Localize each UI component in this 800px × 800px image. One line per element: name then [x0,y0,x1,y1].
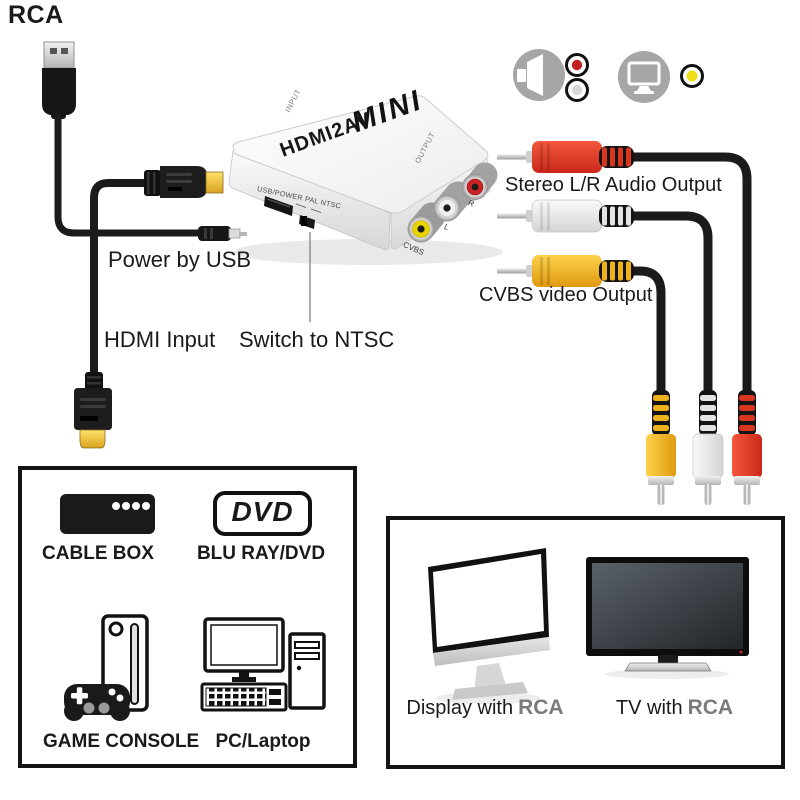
rca-plug-red-left [497,141,634,173]
video-output-annotation: CVBS video Output [479,284,653,306]
tv-illustration [586,557,749,679]
usb-power-cable [54,112,203,237]
rca-plug-white-left [497,199,634,233]
hdmi-cable [90,179,154,381]
pc-laptop-label: PC/Laptop [215,731,311,752]
gamepad-icon [64,684,130,721]
rca-red-jack-icon [565,53,589,77]
cable-box-icon [60,494,155,534]
audio-output-annotation: Stereo L/R Audio Output [505,174,722,196]
speaker-icon [513,49,565,101]
dvd-logo-frame [213,491,312,536]
box-front-face [228,150,391,251]
box-shadow [233,239,503,265]
game-console-label: GAME CONSOLE [43,731,200,752]
yellow-cable [627,266,666,398]
rca-plug-white-down [692,390,724,505]
rca-plug-yellow-left [497,255,634,287]
brand-badge: RCA [8,1,64,29]
red-cable [627,152,752,395]
blu-ray-dvd-label: BLU RAY/DVD [196,543,326,564]
usb-power-plug [198,226,247,241]
hdmi-input-annotation: HDMI Input [104,327,216,352]
display-label-rca: RCA [518,696,564,719]
power-annotation: Power by USB [108,247,252,272]
pc-icon [200,617,326,712]
cvbs-jack-yellow [407,202,446,243]
audio-l-jack-white [433,181,472,222]
tv-label-prefix: TV with [615,697,683,719]
hdmi-plug-right [144,166,224,198]
tv-label-rca: RCA [687,696,734,719]
rca-white-jack-icon [565,78,589,102]
display-monitor-illustration [428,548,550,704]
audio-r-jack-red [462,162,498,200]
monitor-icon [618,51,670,103]
rca-plug-red-down [732,390,762,505]
hdmi-plug-down [74,372,112,449]
usb-a-plug [42,41,76,119]
converter-box [228,95,503,265]
ntsc-switch-annotation: Switch to NTSC [239,327,395,352]
box-top-face [232,95,489,214]
dvd-logo-text: DVD [231,496,294,527]
rca-plug-yellow-down [646,390,676,505]
white-cable [627,211,713,395]
cable-box-label: CABLE BOX [42,543,154,564]
rca-yellow-jack-icon [680,64,704,88]
display-label-prefix: Display with [406,697,514,719]
